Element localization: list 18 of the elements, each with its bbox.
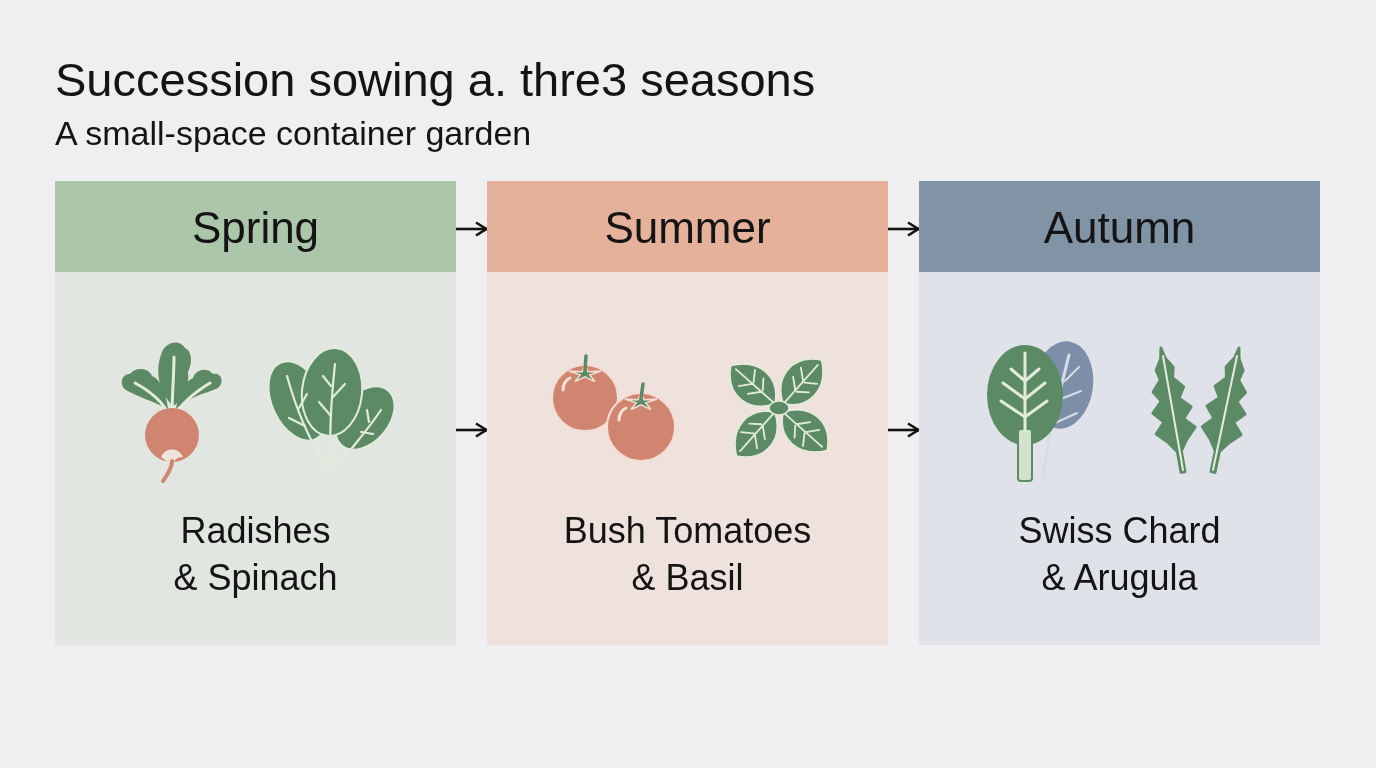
arrow <box>888 422 920 438</box>
title: Succession sowing a. thre3 seasons <box>55 53 816 107</box>
subtitle: A small-space container garden <box>55 113 532 153</box>
crop-names: Radishes & Spinach <box>173 509 338 600</box>
season-panel <box>919 272 1320 645</box>
season-header-band <box>487 181 888 272</box>
crop-names: Swiss Chard & Arugula <box>1017 509 1222 600</box>
arrow <box>456 422 488 438</box>
season-header-band <box>919 181 1320 272</box>
arrow <box>888 221 920 237</box>
season-panel <box>487 272 888 645</box>
season-name: Autumn <box>1043 202 1196 254</box>
season-header-band <box>55 181 456 272</box>
season-panel <box>55 272 456 645</box>
season-name: Spring <box>191 202 320 254</box>
crop-names: Bush Tomatoes & Basil <box>562 509 813 600</box>
season-name: Summer <box>604 202 771 254</box>
arrow <box>456 221 488 237</box>
